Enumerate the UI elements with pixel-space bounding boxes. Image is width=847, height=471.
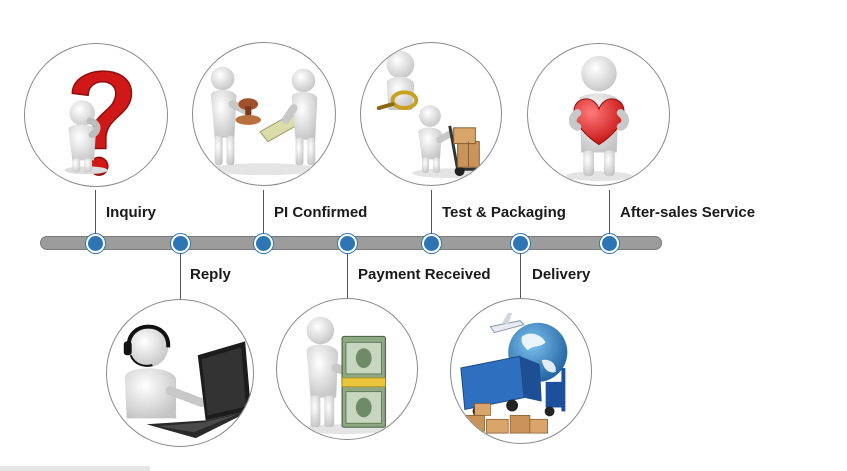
connector-payment-received xyxy=(347,253,348,299)
step-label-inquiry: Inquiry xyxy=(106,204,157,221)
step-label-test-packaging: Test & Packaging xyxy=(442,204,566,221)
figure-money-stack-icon xyxy=(276,298,418,440)
bottom-edge-strip xyxy=(0,466,150,471)
timeline-node-test-packaging xyxy=(422,234,441,253)
connector-after-sales xyxy=(609,190,610,234)
magnifier-handtruck-boxes-icon xyxy=(360,42,502,186)
step-label-delivery: Delivery xyxy=(532,266,591,283)
connector-test-packaging xyxy=(431,190,432,234)
connector-inquiry xyxy=(95,190,96,234)
stamp-document-figures-icon xyxy=(192,42,336,186)
connector-reply xyxy=(180,253,181,299)
question-mark-figure-icon xyxy=(24,43,168,187)
timeline-node-pi-confirmed xyxy=(254,234,273,253)
connector-delivery xyxy=(520,253,521,299)
globe-truck-plane-forklift-icon xyxy=(450,298,592,444)
timeline-node-reply xyxy=(171,234,190,253)
timeline-node-after-sales xyxy=(600,234,619,253)
figure-holding-heart-icon xyxy=(527,43,670,186)
step-label-pi-confirmed: PI Confirmed xyxy=(274,204,368,221)
step-label-after-sales: After-sales Service xyxy=(620,204,756,221)
step-label-reply: Reply xyxy=(190,266,231,283)
timeline-node-inquiry xyxy=(86,234,105,253)
headset-laptop-figure-icon xyxy=(106,299,254,447)
connector-pi-confirmed xyxy=(263,190,264,234)
timeline-node-delivery xyxy=(511,234,530,253)
timeline-node-payment-received xyxy=(338,234,357,253)
step-label-payment-received: Payment Received xyxy=(358,266,491,283)
